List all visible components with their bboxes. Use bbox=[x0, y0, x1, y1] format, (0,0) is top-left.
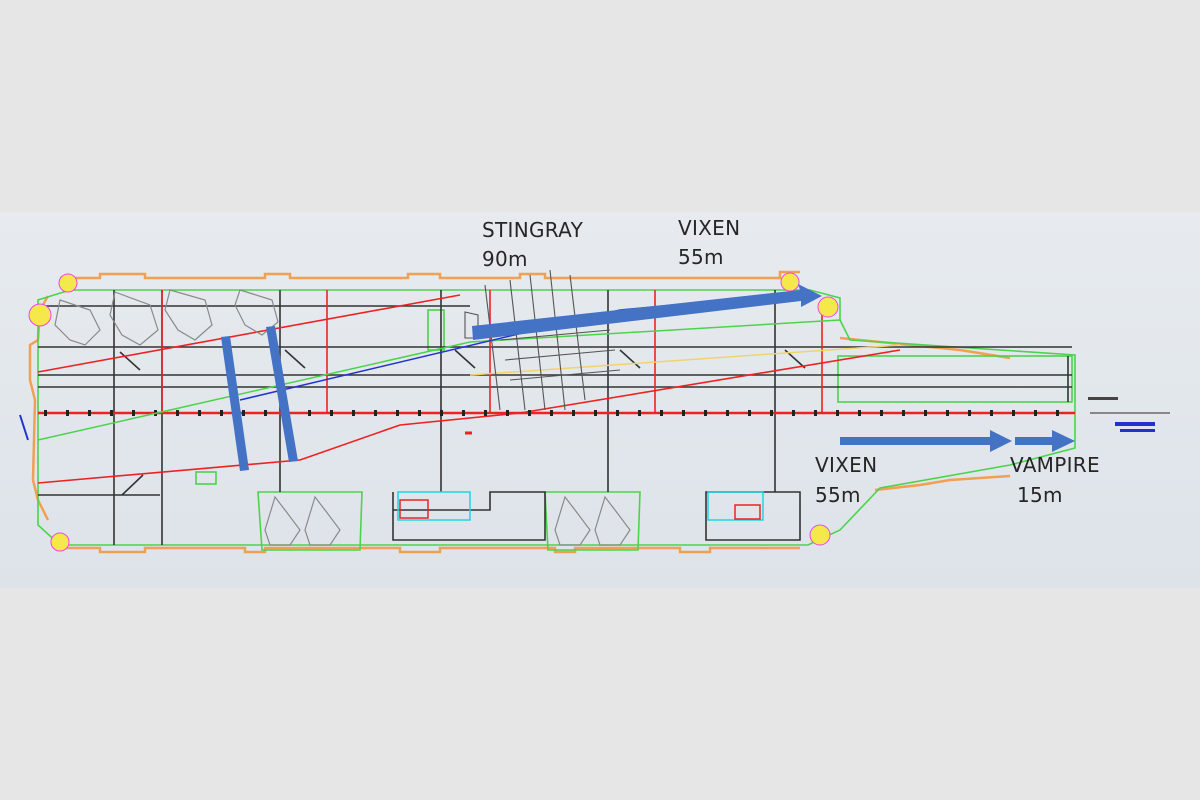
landing-spots bbox=[28, 272, 839, 552]
arrest-bar-1 bbox=[221, 336, 249, 471]
vampire-label: VAMPIRE 15m bbox=[1010, 453, 1100, 507]
blue-markers bbox=[221, 284, 1075, 471]
vixen-lower-arrow bbox=[840, 430, 1012, 452]
deck-plan-drawing bbox=[19, 269, 1170, 554]
vampire-arrow bbox=[1015, 430, 1075, 452]
arrest-bar-2 bbox=[266, 326, 298, 462]
flight-deck-diagram: STINGRAY 90m VIXEN 55m VIXEN 55m VAMPIRE… bbox=[0, 212, 1200, 588]
guide-lines bbox=[19, 291, 901, 441]
lift-details bbox=[397, 491, 764, 521]
vixen-top-label: VIXEN 55m bbox=[678, 216, 741, 269]
stingray-aircraft-overlay bbox=[464, 269, 621, 411]
deck-structure bbox=[38, 290, 1170, 545]
vixen-bottom-label: VIXEN 55m bbox=[815, 453, 878, 507]
parked-aircraft bbox=[54, 289, 631, 546]
stingray-label: STINGRAY 90m bbox=[482, 218, 584, 271]
unreadable-annotation bbox=[1115, 422, 1155, 432]
stingray-vixen-arrow bbox=[472, 284, 822, 340]
